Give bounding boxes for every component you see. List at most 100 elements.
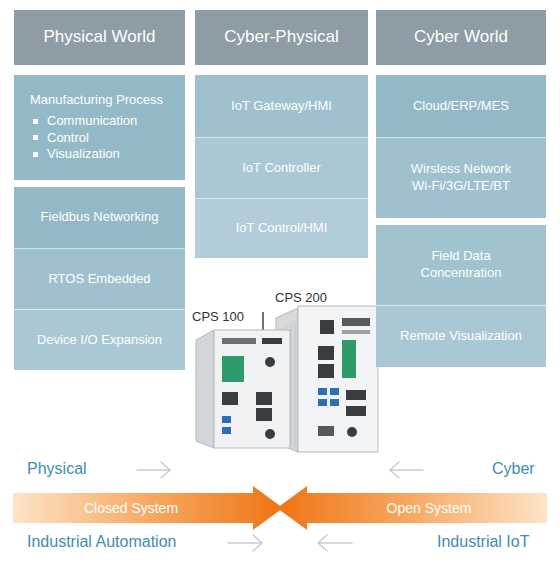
- serial-port: [346, 406, 366, 416]
- box-label: IoT Control/HMI: [236, 220, 328, 237]
- box-label: Open System: [387, 499, 472, 517]
- node-text-group: IoT Controller: [242, 160, 321, 177]
- text-row: Communication: [30, 113, 137, 130]
- arrow-fill: [277, 486, 547, 530]
- text-row: Fieldbus Networking: [41, 209, 159, 226]
- layer-box: Fieldbus Networking: [14, 187, 185, 248]
- node-text-group: Cloud/ERP/MES: [413, 98, 509, 115]
- node-text-group: Device I/O Expansion: [37, 332, 162, 349]
- node-text-group: Open System: [387, 499, 472, 517]
- axis-label: Physical: [27, 460, 87, 478]
- usb-port: [318, 388, 327, 395]
- text-row: IoT Control/HMI: [236, 220, 328, 237]
- layer-box: IoT Controller: [195, 137, 368, 198]
- terminal-block: [342, 340, 356, 378]
- right-arrow: [137, 462, 170, 478]
- text-row: Cloud/ERP/MES: [413, 98, 509, 115]
- box-label: IoT Gateway/HMI: [231, 98, 332, 115]
- ethernet-port: [318, 346, 334, 360]
- node-text-group: Fieldbus Networking: [41, 209, 159, 226]
- box-label: Field Data Concentration: [406, 248, 516, 282]
- node-text-group: Wirsless Network Wi-Fi/3G/LTE/BT: [402, 161, 520, 195]
- bullet-mark: [33, 119, 38, 124]
- box-label: Fieldbus Networking: [41, 209, 159, 226]
- column-title: Physical World: [43, 26, 155, 48]
- product-label: CPS 100: [192, 309, 244, 324]
- box-label: IoT Controller: [242, 160, 321, 177]
- antenna: [262, 312, 264, 332]
- serial-port: [346, 390, 366, 400]
- led-row: [342, 330, 370, 334]
- bullet-mark: [33, 152, 38, 157]
- device-front: [298, 306, 378, 452]
- ethernet-port: [222, 392, 238, 405]
- cps200-device: [276, 306, 378, 452]
- layer-box: Wirsless Network Wi-Fi/3G/LTE/BT: [376, 137, 546, 218]
- node-text-group: Closed System: [84, 499, 178, 517]
- text-row: IoT Controller: [242, 160, 321, 177]
- ethernet-port: [256, 392, 272, 405]
- node-text-group: Field Data Concentration: [406, 248, 516, 282]
- open-system-arrow: Open System: [277, 486, 547, 530]
- port: [318, 426, 334, 436]
- box-label: Cloud/ERP/MES: [413, 98, 509, 115]
- arrow-fill: [13, 486, 283, 530]
- column-header: Cyber World: [376, 10, 546, 65]
- bullet-mark: [33, 135, 38, 140]
- layer-box: Remote Visualization: [376, 305, 546, 367]
- text-row: Manufacturing Process: [30, 92, 163, 109]
- column-title: Cyber World: [414, 26, 508, 48]
- device-front: [214, 330, 290, 448]
- text-row: Visualization: [30, 146, 120, 163]
- layer-box: RTOS Embedded: [14, 248, 185, 309]
- layer-box: Field Data Concentration: [376, 225, 546, 305]
- product-label: CPS 200: [275, 290, 327, 305]
- axis-label: Cyber: [492, 460, 535, 478]
- bullet-item: Visualization: [47, 146, 120, 163]
- ethernet-port: [318, 364, 334, 378]
- node-text-group: Cyber-Physical: [224, 26, 338, 48]
- usb-port: [222, 416, 231, 423]
- led-row: [222, 338, 256, 344]
- bullet-item: Communication: [47, 113, 137, 130]
- box-label: Device I/O Expansion: [37, 332, 162, 349]
- text-row: Cyber World: [414, 26, 508, 48]
- node-text-group: Cyber World: [414, 26, 508, 48]
- antenna-jack: [265, 357, 275, 367]
- text-row: RTOS Embedded: [48, 271, 150, 288]
- node-text-group: RTOS Embedded: [48, 271, 150, 288]
- column-header: Cyber-Physical: [195, 10, 368, 65]
- layer-box: Device I/O Expansion: [14, 309, 185, 370]
- layer-box: IoT Gateway/HMI: [195, 75, 368, 137]
- usb-port: [318, 399, 327, 406]
- text-row: Wirsless Network Wi-Fi/3G/LTE/BT: [402, 161, 520, 195]
- box-label: Wirsless Network Wi-Fi/3G/LTE/BT: [402, 161, 520, 195]
- ethernet-port: [256, 408, 272, 421]
- usb-port: [330, 388, 339, 395]
- text-row: Closed System: [84, 499, 178, 517]
- terminal-block: [222, 356, 244, 382]
- port: [342, 318, 370, 326]
- node-text-group: Physical World: [43, 26, 155, 48]
- layer-box: Cloud/ERP/MES: [376, 75, 546, 137]
- box-label: Remote Visualization: [400, 328, 522, 345]
- text-row: Remote Visualization: [400, 328, 522, 345]
- text-row: Field Data Concentration: [406, 248, 516, 282]
- box-label: RTOS Embedded: [48, 271, 150, 288]
- column-header: Physical World: [14, 10, 185, 65]
- axis-label: Industrial IoT: [437, 533, 529, 551]
- left-arrow: [318, 535, 352, 551]
- usb-port: [222, 427, 231, 434]
- port: [320, 320, 334, 334]
- text-row: Open System: [387, 499, 472, 517]
- layer-box: IoT Control/HMI: [195, 198, 368, 258]
- closed-system-arrow: Closed System: [13, 486, 283, 530]
- axis-label: Industrial Automation: [27, 533, 176, 551]
- node-text-group: Manufacturing ProcessCommunicationContro…: [30, 92, 163, 164]
- node-text-group: Remote Visualization: [400, 328, 522, 345]
- node-text-group: IoT Gateway/HMI: [231, 98, 332, 115]
- power-jack: [347, 427, 357, 437]
- left-arrow: [390, 462, 423, 478]
